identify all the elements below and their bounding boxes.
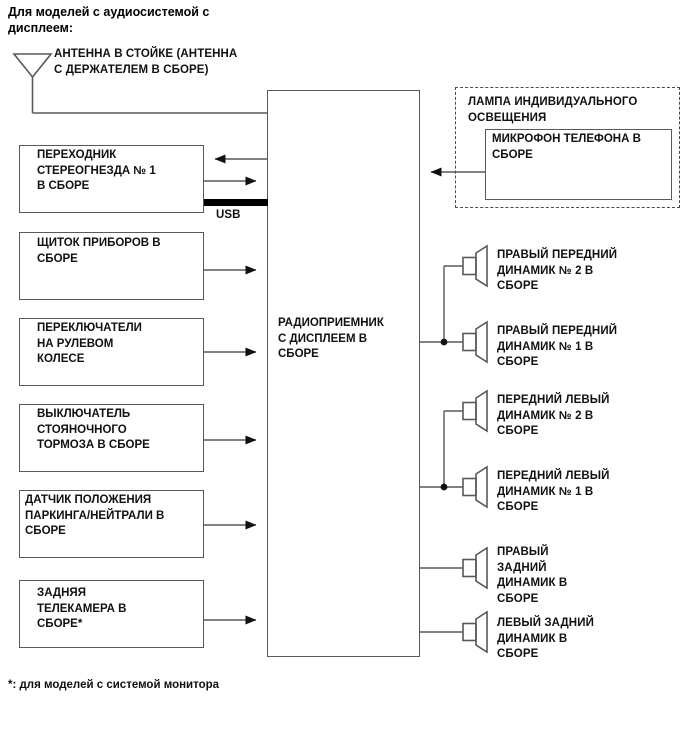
box-steering-wheel-switches-label: ПЕРЕКЛЮЧАТЕЛИ НА РУЛЕВОМ КОЛЕСЕ	[37, 322, 142, 365]
footnote: *: для моделей с системой монитора	[8, 679, 220, 691]
speaker-label-front-left-1: ПЕРЕДНИЙ ЛЕВЫЙ ДИНАМИК № 1 В СБОРЕ	[497, 470, 610, 513]
antenna-icon	[12, 53, 53, 113]
head-unit-label: РАДИОПРИЕМНИК С ДИСПЛЕЕМ В СБОРЕ	[278, 317, 384, 360]
speaker-wires-front-left	[420, 410, 463, 491]
antenna-label: АНТЕННА В СТОЙКЕ (АНТЕННА С ДЕРЖАТЕЛЕМ В…	[54, 48, 238, 76]
box-stereo-jack-adapter-label: ПЕРЕХОДНИК СТЕРЕОГНЕЗДА № 1 В СБОРЕ	[37, 149, 156, 192]
speaker-icon-rear-left	[462, 610, 488, 654]
speaker-icon-front-right-2	[462, 244, 488, 288]
speaker-label-front-right-2: ПРАВЫЙ ПЕРЕДНИЙ ДИНАМИК № 2 В СБОРЕ	[497, 249, 618, 292]
speaker-icon-rear-right	[462, 546, 488, 590]
speaker-icon-front-left-2	[462, 389, 488, 433]
box-stereo-jack-adapter[interactable]	[19, 145, 204, 213]
speaker-icon-front-left-1	[462, 465, 488, 509]
speaker-label-front-left-2: ПЕРЕДНИЙ ЛЕВЫЙ ДИНАМИК № 2 В СБОРЕ	[497, 394, 610, 437]
box-parking-brake-switch[interactable]	[19, 404, 204, 472]
box-parking-brake-switch-label: ВЫКЛЮЧАТЕЛЬ СТОЯНОЧНОГО ТОРМОЗА В СБОРЕ	[37, 408, 150, 451]
box-steering-wheel-switches[interactable]	[19, 318, 204, 386]
speaker-label-rear-left: ЛЕВЫЙ ЗАДНИЙ ДИНАМИК В СБОРЕ	[497, 617, 594, 660]
dashed-group-label: ЛАМПА ИНДИВИДУАЛЬНОГО ОСВЕЩЕНИЯ	[468, 96, 638, 124]
usb-label: USB	[216, 209, 241, 221]
box-instrument-cluster[interactable]	[19, 232, 204, 300]
head-unit-box[interactable]	[267, 90, 420, 657]
box-park-neutral-position-sensor[interactable]	[19, 490, 204, 558]
speaker-label-rear-right: ПРАВЫЙ ЗАДНИЙ ДИНАМИК В СБОРЕ	[497, 546, 568, 605]
box-telephone-microphone[interactable]	[485, 129, 672, 200]
box-park-neutral-position-sensor-label: ДАТЧИК ПОЛОЖЕНИЯ ПАРКИНГА/НЕЙТРАЛИ В СБО…	[25, 494, 165, 537]
box-instrument-cluster-label: ЩИТОК ПРИБОРОВ В СБОРЕ	[37, 237, 161, 265]
page-title: Для моделей с аудиосистемой с дисплеем:	[8, 5, 210, 35]
box-telephone-microphone-label: МИКРОФОН ТЕЛЕФОНА В СБОРЕ	[492, 133, 641, 161]
speaker-wires-front-right	[420, 265, 463, 346]
dashed-group-individual-lamp	[455, 87, 680, 208]
speaker-label-front-right-1: ПРАВЫЙ ПЕРЕДНИЙ ДИНАМИК № 1 В СБОРЕ	[497, 325, 618, 368]
box-rear-television-camera-label: ЗАДНЯЯ ТЕЛЕКАМЕРА В СБОРЕ*	[37, 587, 127, 630]
box-rear-television-camera[interactable]	[19, 580, 204, 648]
usb-connector-bar	[204, 199, 268, 206]
speaker-icon-front-right-1	[462, 320, 488, 364]
